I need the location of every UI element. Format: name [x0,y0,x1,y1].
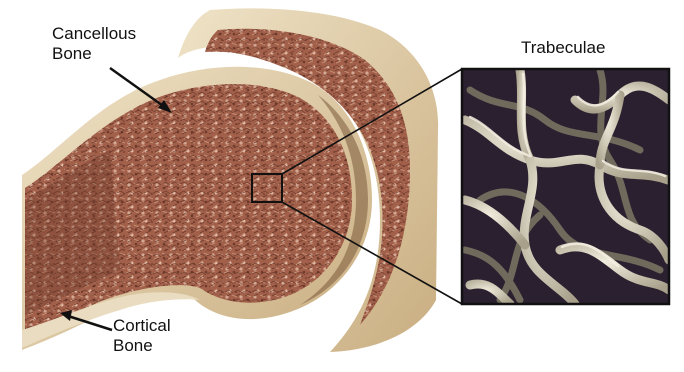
cortical-bone-label: Cortical Bone [113,316,171,356]
trabeculae-label: Trabeculae [521,38,605,58]
trabeculae-magnified-view [462,69,669,304]
cancellous-bone-label: Cancellous Bone [52,24,136,64]
femur-bone [22,67,372,350]
